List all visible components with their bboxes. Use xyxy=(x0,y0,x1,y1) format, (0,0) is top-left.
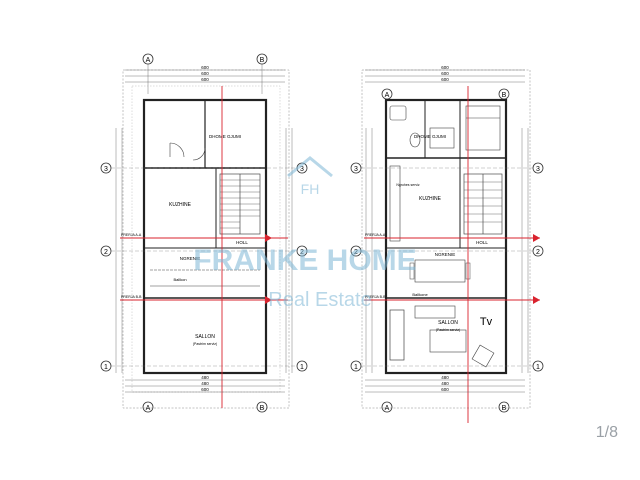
svg-text:600: 600 xyxy=(441,387,449,392)
axis-label-a-bottom: A xyxy=(146,405,151,412)
axis-label-b-bottom: B xyxy=(260,405,265,412)
svg-text:480: 480 xyxy=(201,381,209,386)
svg-text:1: 1 xyxy=(300,364,304,371)
svg-text:A: A xyxy=(385,92,390,99)
svg-text:PRERJA B-B: PRERJA B-B xyxy=(365,295,386,299)
floor-plan-drawing: A B 600 600 600 xyxy=(100,53,544,423)
svg-text:3: 3 xyxy=(300,166,304,173)
staircase-right xyxy=(463,173,503,235)
section-label-a-left: PRERJA A-A xyxy=(121,233,142,237)
dim-top-3: 600 xyxy=(201,77,209,82)
room-label-kuzhina: KUZHINE xyxy=(169,202,192,208)
room-label-sallon-sub: (Pastrim serviz) xyxy=(193,342,217,346)
svg-text:Ballkone: Ballkone xyxy=(412,292,428,297)
svg-text:A: A xyxy=(385,405,390,412)
floor-plan-page: A B 600 600 600 xyxy=(20,48,590,423)
svg-text:Ngrohes serviz: Ngrohes serviz xyxy=(396,183,420,187)
svg-text:600: 600 xyxy=(201,387,209,392)
svg-text:480: 480 xyxy=(201,375,209,380)
axis-label-1-left: 1 xyxy=(104,364,108,371)
svg-text:3: 3 xyxy=(354,166,358,173)
axis-label-a-top: A xyxy=(146,57,151,64)
svg-text:KUZHINE: KUZHINE xyxy=(419,196,442,202)
svg-text:PRERJA A-A: PRERJA A-A xyxy=(365,233,386,237)
dim-top-1: 600 xyxy=(201,65,209,70)
svg-text:2: 2 xyxy=(354,249,358,256)
dim-top-2: 600 xyxy=(201,71,209,76)
watermark-monogram: FH xyxy=(301,181,320,197)
room-label-sallon: SALLON xyxy=(195,334,215,340)
room-label-holl: HOLL xyxy=(236,240,248,245)
section-label-b-left: PRERJA B-B xyxy=(121,295,142,299)
staircase-left xyxy=(219,173,261,235)
floor-plan-left: A B 600 600 600 xyxy=(100,53,308,413)
svg-text:1: 1 xyxy=(354,364,358,371)
svg-text:600: 600 xyxy=(441,65,449,70)
svg-text:480: 480 xyxy=(441,381,449,386)
svg-text:3: 3 xyxy=(536,166,540,173)
svg-text:2: 2 xyxy=(300,249,304,256)
room-label-ngrenie: NGRENIE xyxy=(180,256,201,261)
svg-text:480: 480 xyxy=(441,375,449,380)
axis-label-b-top: B xyxy=(260,57,265,64)
room-label-dush: DHOME GJUMI xyxy=(209,134,241,139)
watermark-brand: FRANKE HOME xyxy=(193,244,416,277)
svg-text:DHOME GJUMI: DHOME GJUMI xyxy=(414,134,446,139)
room-label-tv: Tv xyxy=(480,316,493,328)
svg-text:600: 600 xyxy=(441,77,449,82)
svg-text:(Pastrim serviz): (Pastrim serviz) xyxy=(436,328,460,332)
page-counter: 1/8 xyxy=(595,424,618,441)
floor-plan-right: A B 600 600 600 xyxy=(350,65,544,423)
svg-text:B: B xyxy=(502,405,507,412)
svg-text:SALLON: SALLON xyxy=(438,320,458,326)
axis-label-3-left: 3 xyxy=(104,166,108,173)
watermark-tagline: Real Estate xyxy=(268,289,371,311)
house-roof-icon xyxy=(287,156,333,178)
svg-text:NGRENIE: NGRENIE xyxy=(435,252,456,257)
svg-text:600: 600 xyxy=(441,71,449,76)
axis-label-2-left: 2 xyxy=(104,249,108,256)
svg-text:HOLL: HOLL xyxy=(476,240,488,245)
svg-text:B: B xyxy=(502,92,507,99)
svg-text:2: 2 xyxy=(536,249,540,256)
watermark-logo: FH FRANKE HOME Real Estate xyxy=(193,156,417,311)
room-label-ballkon: Ballkon xyxy=(173,277,186,282)
svg-text:1: 1 xyxy=(536,364,540,371)
